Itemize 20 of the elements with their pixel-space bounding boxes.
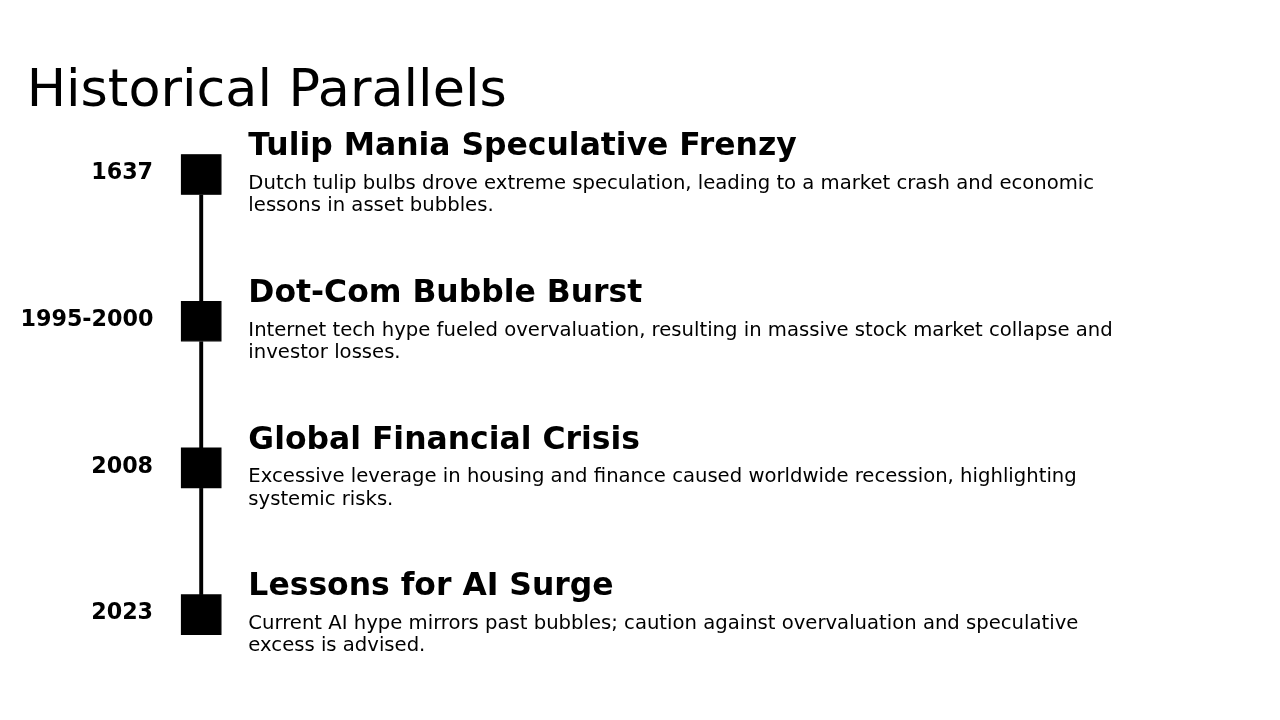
node-label: 2008 xyxy=(91,451,154,478)
node-label: Lessons for AI Surge xyxy=(248,565,614,602)
node-label: 1637 xyxy=(91,157,154,184)
node-label: Dot-Com Bubble Burst xyxy=(248,272,643,309)
node-box xyxy=(180,593,222,635)
node-box xyxy=(180,153,222,195)
node-label: Excessive leverage in housing and finance caused worldwide recession, highlighting systemic risks. xyxy=(248,463,1077,510)
diagram-title: Historical Parallels xyxy=(26,56,507,118)
connector xyxy=(199,194,204,301)
node-box xyxy=(180,447,222,488)
node-label: 1995-2000 xyxy=(20,304,154,331)
node-label: Tulip Mania Speculative Frenzy xyxy=(248,125,797,162)
node-label: Internet tech hype fueled overvaluation, resulting in massive stock market collapse and investor losses. xyxy=(248,317,1113,363)
node-label: Dutch tulip bulbs drove extreme speculation, leading to a market crash and economic lessons in asset bubbles. xyxy=(248,170,1095,216)
connector xyxy=(199,340,204,448)
node-label: Global Financial Crisis xyxy=(248,419,640,456)
node-box xyxy=(180,300,222,341)
connector xyxy=(199,487,204,595)
node-label: Current AI hype mirrors past bubbles; caution against overvaluation and speculative excess is advised. xyxy=(248,610,1079,656)
node-label: 2023 xyxy=(91,597,154,624)
